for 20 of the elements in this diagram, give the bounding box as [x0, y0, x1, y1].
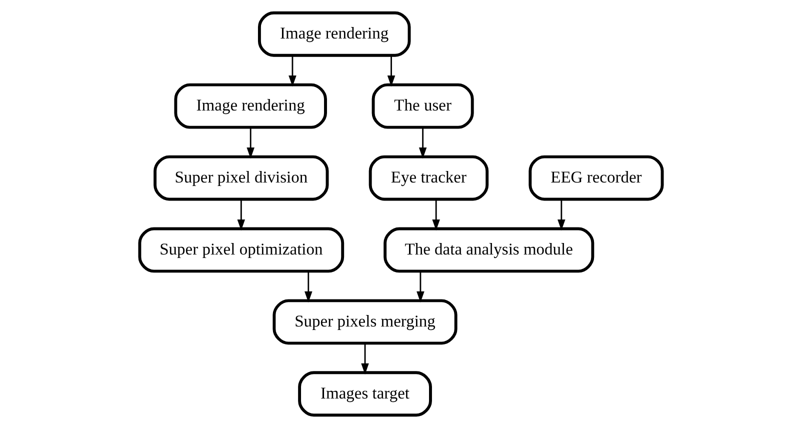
arrow — [246, 128, 254, 159]
arrow — [558, 200, 566, 231]
arrow — [418, 128, 427, 159]
arrow — [416, 272, 424, 302]
node-box: Image rendering — [174, 83, 327, 129]
arrow — [237, 200, 246, 231]
arrow — [288, 56, 296, 87]
node-box: Super pixel division — [154, 155, 329, 201]
arrow — [387, 56, 396, 87]
node-box: The data analysis module — [384, 227, 594, 273]
node-box: Super pixels merging — [272, 299, 458, 345]
arrow — [432, 200, 440, 231]
node-box: Super pixel optimization — [138, 227, 344, 273]
node-box: Images target — [298, 371, 432, 417]
node-box: Eye tracker — [368, 155, 489, 201]
node-box: Image rendering — [258, 11, 411, 57]
arrow — [361, 344, 369, 374]
node-box: The user — [372, 83, 474, 129]
node-box: EEG recorder — [528, 155, 664, 201]
arrow — [304, 272, 312, 302]
